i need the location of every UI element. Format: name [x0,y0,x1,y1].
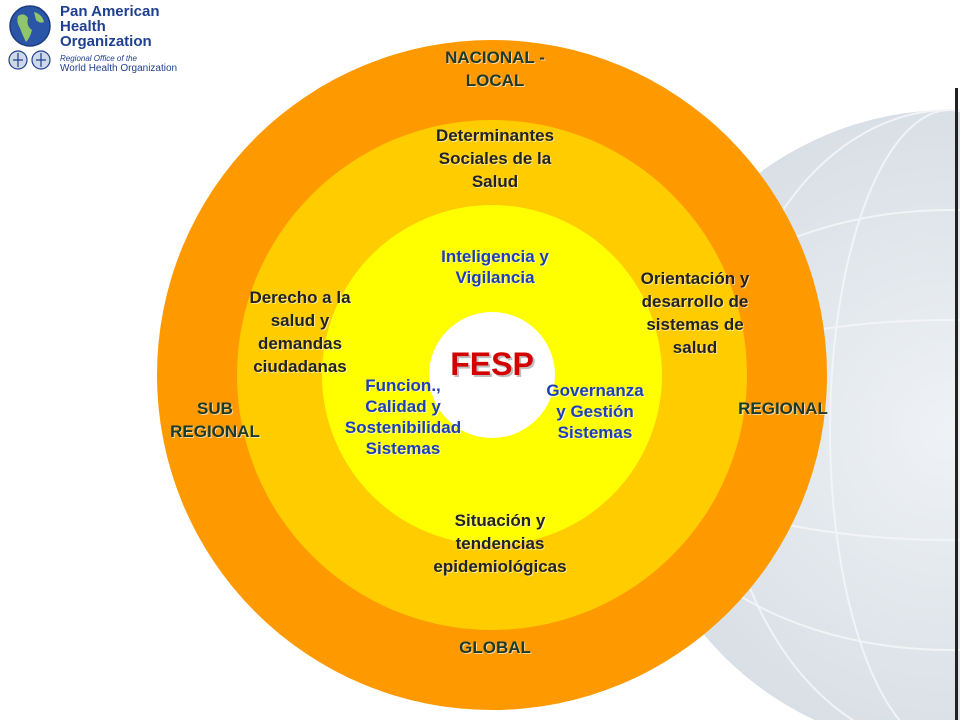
label-determinantes: Determinantes Sociales de la Salud [435,126,555,191]
logo-line-2: Health [60,18,106,35]
logo-subline-2: World Health Organization [60,63,178,74]
label-sub-regional: SUB REGIONAL [170,399,260,441]
label-regional: REGIONAL [738,399,828,418]
center-circle [429,312,555,438]
paho-logo: Pan American Health Organization Regiona… [8,4,178,74]
label-situacion: Situación y tendencias epidemiológicas [433,511,567,576]
label-funcion: Funcion., Calidad y Sostenibilidad Siste… [344,376,462,458]
globe-icon [8,5,51,70]
logo-line-3: Organization [60,33,152,50]
label-global: GLOBAL [459,638,531,657]
logo-line-1: Pan American [60,3,160,20]
logo-subline-1: Regional Office of the [60,54,137,63]
label-inteligencia: Inteligencia y Vigilancia [441,247,549,287]
label-derecho-salud: Derecho a la salud y demandas ciudadanas [249,288,351,376]
label-orientacion: Orientación y desarrollo de sistemas de … [640,269,750,357]
right-divider [955,88,958,720]
label-governanza: Governanza y Gestión Sistemas [546,381,644,442]
label-fesp: FESP [450,346,534,382]
label-nacional-local: NACIONAL - LOCAL [445,48,545,90]
